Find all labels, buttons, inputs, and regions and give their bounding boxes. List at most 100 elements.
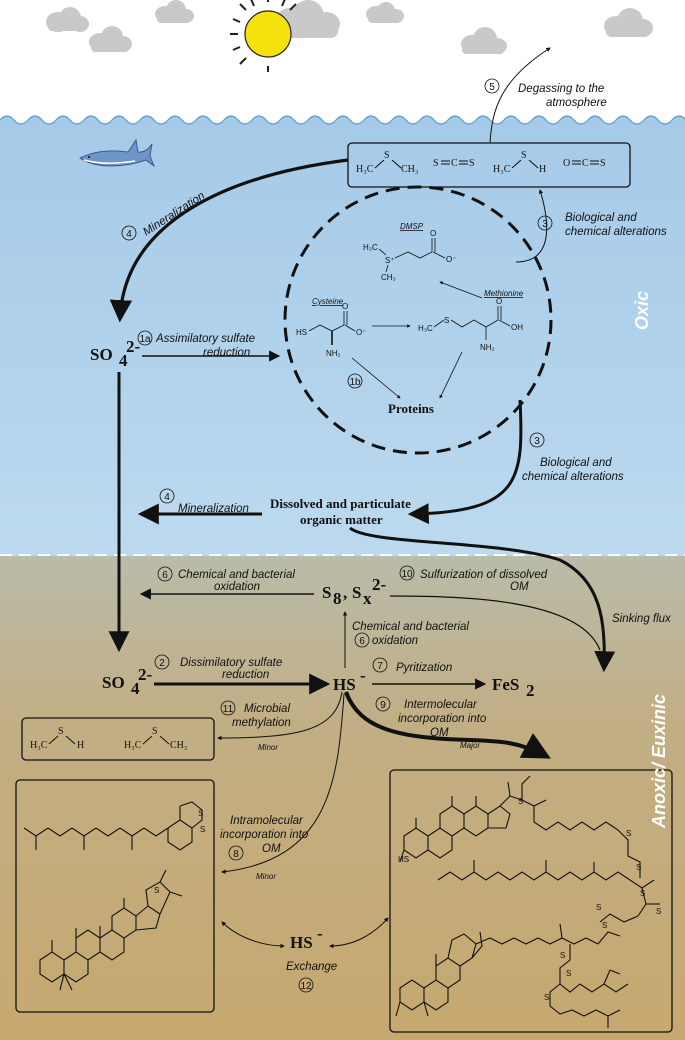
svg-text:x: x xyxy=(363,589,372,608)
svg-text:O⁻: O⁻ xyxy=(446,255,456,264)
svg-text:H₃C: H₃C xyxy=(418,324,433,333)
intramolecular-label-3: OM xyxy=(262,843,281,855)
volatile-sulfur-compounds-box xyxy=(347,142,631,188)
step-circle xyxy=(137,330,153,346)
osc-s-8: S xyxy=(560,951,565,960)
degassing-arrow xyxy=(489,47,551,144)
dmsp-label: DMSP xyxy=(400,222,424,231)
svg-text:H₃C: H₃C xyxy=(493,164,511,175)
osc-s-1: S xyxy=(518,797,523,806)
step-11-number: 11 xyxy=(223,704,234,715)
sun-icon xyxy=(230,0,297,72)
osc-s-10: S xyxy=(544,993,549,1002)
svg-text:S: S xyxy=(444,316,449,325)
step-circle xyxy=(121,225,137,241)
svg-text:CH₃: CH₃ xyxy=(401,164,418,175)
step-3b-number: 3 xyxy=(534,436,540,447)
oxidation-label-1a: Chemical and bacterial xyxy=(178,569,295,581)
polysulfide-species: S 8 , S x 2- xyxy=(322,575,387,608)
svg-text:H₃C: H₃C xyxy=(124,740,142,751)
intermolecular-arrow xyxy=(344,691,551,759)
svg-text:O⁻: O⁻ xyxy=(356,328,366,337)
thiolane-s-1: S xyxy=(198,809,203,818)
svg-text:2-: 2- xyxy=(372,575,387,594)
step-circle xyxy=(484,78,500,94)
exchange-arrow-right xyxy=(329,917,389,949)
osc-s-5: S xyxy=(656,907,661,916)
methionine-structure: H₃C S NH₂ O OH xyxy=(418,297,523,352)
cloud-icon xyxy=(155,0,194,23)
cs2-molecule: S C S xyxy=(433,158,475,169)
svg-text:NH₂: NH₂ xyxy=(326,349,341,358)
sinking-flux-arrow xyxy=(349,526,616,673)
intramolecular-osc-box xyxy=(15,779,215,1013)
thiolane-s-2: S xyxy=(200,825,205,834)
thiolane-chain-structure xyxy=(23,801,203,851)
osc-s-6: S xyxy=(596,903,601,912)
mineralization-arrow-top xyxy=(109,158,349,323)
step-4-number: 4 xyxy=(126,229,132,240)
anoxic-zone-label: Anoxic/ Euxinic xyxy=(649,694,669,829)
svg-text:C: C xyxy=(451,158,458,169)
proteins-label: Proteins xyxy=(388,401,434,416)
cloud-icon xyxy=(604,8,653,37)
svg-text:S: S xyxy=(322,583,331,602)
intermolecular-label-2: incorporation into xyxy=(398,713,487,725)
svg-text:4: 4 xyxy=(131,679,140,698)
bio-alteration-arrow-top xyxy=(515,189,548,263)
svg-text:CH₃: CH₃ xyxy=(381,273,396,282)
step-8-number: 8 xyxy=(233,849,239,860)
intermolecular-label-3: OM xyxy=(430,727,449,739)
intermolecular-osc-box xyxy=(389,769,673,1033)
osc-hs-group: HS xyxy=(398,855,409,864)
pyrite-species: FeS 2 xyxy=(492,675,535,700)
assimilatory-label-1: Assimilatory sulfate xyxy=(155,333,255,345)
svg-text:H₃C: H₃C xyxy=(356,164,374,175)
svg-text:O: O xyxy=(342,302,348,311)
major-label: Major xyxy=(460,741,480,750)
bio-alteration-label-1b: chemical alterations xyxy=(565,226,667,238)
svg-text:S: S xyxy=(152,726,158,737)
svg-text:FeS: FeS xyxy=(492,675,519,694)
step-1a-number: 1a xyxy=(139,334,151,345)
step-circle xyxy=(399,565,415,581)
cloud-icon xyxy=(366,2,404,23)
sulfur-steroid-structure xyxy=(39,869,183,991)
bio-alteration-label-2b: chemical alterations xyxy=(522,471,624,483)
osc-s-2: S xyxy=(626,829,631,838)
step-circle xyxy=(354,632,370,648)
minor-label-1: Minor xyxy=(258,743,278,752)
step-9-number: 9 xyxy=(380,700,386,711)
svg-text:-: - xyxy=(360,666,366,685)
svg-text:2-: 2- xyxy=(138,665,153,684)
svg-text:S: S xyxy=(384,150,390,161)
svg-text:HS: HS xyxy=(333,675,356,694)
cloud-icon xyxy=(89,26,132,52)
step-circle xyxy=(228,845,244,861)
intramolecular-label-1: Intramolecular xyxy=(230,815,304,827)
step-10-number: 10 xyxy=(401,569,413,580)
intramolecular-arrow xyxy=(221,693,345,874)
methylated-products-box xyxy=(21,717,215,761)
degassing-label-2: atmosphere xyxy=(546,97,607,109)
step-circle xyxy=(298,977,314,993)
cysteine-label: Cysteine xyxy=(312,297,344,306)
svg-text:S: S xyxy=(58,726,64,737)
svg-text:O: O xyxy=(563,158,570,169)
svg-text:NH₂: NH₂ xyxy=(480,343,495,352)
svg-text:SO: SO xyxy=(102,673,125,692)
osc-s-4: S xyxy=(640,889,645,898)
svg-text:HS: HS xyxy=(290,933,313,952)
svg-text:O: O xyxy=(496,297,502,306)
svg-text:S: S xyxy=(352,583,361,602)
cloud-icon xyxy=(46,7,89,32)
cysteine-structure: HS NH₂ O O⁻ xyxy=(296,302,366,358)
hydrogen-sulfide-central: HS - xyxy=(333,666,366,694)
step-circle xyxy=(154,654,170,670)
degassing-label-1: Degassing to the xyxy=(518,83,604,95)
step-circle xyxy=(372,657,388,673)
cysteine-to-proteins-arrow xyxy=(351,357,401,399)
intramolecular-label-2: incorporation into xyxy=(220,829,309,841)
svg-text:C: C xyxy=(582,158,589,169)
